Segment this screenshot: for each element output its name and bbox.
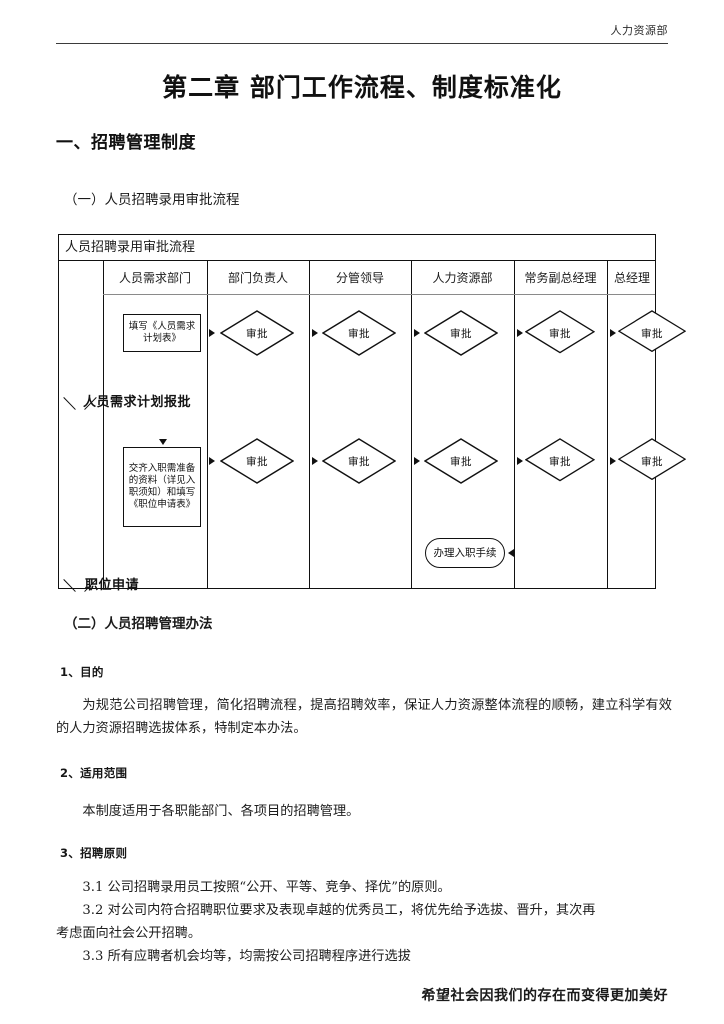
column-divider-2 <box>309 261 310 588</box>
subsection-heading-a: （一）人员招聘录用审批流程 <box>64 192 240 208</box>
decision-r0-c2: 审批 <box>322 310 396 356</box>
rule-line-3-1: 3.1 公司招聘录用员工按照“公开、平等、竞争、择优”的原则。 <box>82 880 451 895</box>
process-box-row1: 交齐入职需准备的资料（详见入职须知）和填写《职位申请表》 <box>123 447 201 527</box>
diamond-shape-icon <box>525 310 595 354</box>
article-body-2: 本制度适用于各职能部门、各项目的招聘管理。 <box>82 804 360 819</box>
connector-arrow-r0-c5-icon <box>610 329 616 337</box>
flowchart-caption: 人员招聘录用审批流程 <box>59 235 655 261</box>
column-header-3: 人力资源部 <box>432 271 493 285</box>
lane-label-0: 人员需求计划报批 <box>83 395 192 410</box>
decision-r1-c5: 审批 <box>618 438 686 484</box>
header-divider <box>56 43 668 44</box>
connector-arrow-r0-c1-icon <box>209 329 215 337</box>
article-heading-2: 2、适用范围 <box>60 766 128 780</box>
connector-arrow-r1-c5-icon <box>610 457 616 465</box>
column-header-4: 常务副总经理 <box>524 271 597 285</box>
decision-label-r0-c5: 审批 <box>641 327 663 340</box>
header-department: 人力资源部 <box>610 24 668 37</box>
page-footer-slogan: 希望社会因我们的存在而变得更加美好 <box>421 988 668 1004</box>
decision-r0-c3: 审批 <box>424 310 498 356</box>
column-header-5: 总经理 <box>613 271 650 285</box>
decision-label-r0-c3: 审批 <box>450 327 472 340</box>
lane-label-1: 职位申请 <box>85 578 140 593</box>
connector-arrow-r1-c4-icon <box>517 457 523 465</box>
section-heading: 一、招聘管理制度 <box>56 133 196 153</box>
decision-label-r1-c1: 审批 <box>246 455 268 468</box>
column-divider-3 <box>411 261 412 588</box>
decision-label-r0-c2: 审批 <box>348 327 370 340</box>
diamond-shape-icon <box>424 438 498 484</box>
decision-label-r1-c2: 审批 <box>348 455 370 468</box>
column-divider-0 <box>103 261 104 588</box>
connector-arrow-terminator-icon <box>508 549 514 557</box>
connector-arrow-r1-c2-icon <box>312 457 318 465</box>
diamond-shape-icon <box>322 438 396 484</box>
article-body-3: 3.1 公司招聘录用员工按照“公开、平等、竞争、择优”的原则。 3.2 对公司内… <box>56 876 672 968</box>
connector-arrow-r1-c3-icon <box>414 457 420 465</box>
rule-line-3-3: 3.3 所有应聘者机会均等，均需按公司招聘程序进行选拔 <box>82 949 411 964</box>
decision-label-r1-c3: 审批 <box>450 455 472 468</box>
page-title: 第二章 部门工作流程、制度标准化 <box>162 73 562 102</box>
decision-r1-c3: 审批 <box>424 438 498 484</box>
decision-label-r0-c1: 审批 <box>246 327 268 340</box>
rule-line-3-2: 3.2 对公司内符合招聘职位要求及表现卓越的优秀员工，将优先给予选拔、晋升，其次… <box>82 903 596 918</box>
diamond-shape-icon <box>424 310 498 356</box>
column-divider-1 <box>207 261 208 588</box>
article-body-1: 为规范公司招聘管理，简化招聘流程，提高招聘效率，保证人力资源整体流程的顺畅，建立… <box>56 698 672 736</box>
diamond-shape-icon <box>618 310 686 353</box>
decision-r0-c5: 审批 <box>618 310 686 356</box>
diamond-shape-icon <box>322 310 396 356</box>
article-heading-1: 1、目的 <box>60 665 104 679</box>
process-box-row0: 填写《人员需求计划表》 <box>123 314 201 352</box>
decision-r1-c4: 审批 <box>525 438 595 484</box>
connector-arrow-r0-c2-icon <box>312 329 318 337</box>
decision-label-r1-c5: 审批 <box>641 455 663 468</box>
rule-line-3-2-cont: 考虑面向社会公开招聘。 <box>56 926 202 941</box>
article-heading-3: 3、招聘原则 <box>60 846 128 860</box>
decision-r0-c1: 审批 <box>220 310 294 356</box>
decision-r1-c2: 审批 <box>322 438 396 484</box>
decision-label-r0-c4: 审批 <box>549 327 571 340</box>
decision-r0-c4: 审批 <box>525 310 595 356</box>
column-header-0: 人员需求部门 <box>118 271 191 285</box>
terminator-onboarding: 办理入职手续 <box>425 538 505 568</box>
column-header-1: 部门负责人 <box>227 271 288 285</box>
decision-label-r1-c4: 审批 <box>549 455 571 468</box>
connector-arrow-r0-c4-icon <box>517 329 523 337</box>
column-divider-4 <box>514 261 515 588</box>
column-header-2: 分管领导 <box>335 271 384 285</box>
header-row-divider <box>103 294 655 295</box>
flowchart-body: 人员需求部门 部门负责人 分管领导 人力资源部 常务副总经理 总经理 人员需求计… <box>59 261 686 593</box>
diamond-shape-icon <box>618 438 686 481</box>
diamond-shape-icon <box>220 438 294 484</box>
diamond-shape-icon <box>525 438 595 482</box>
page-header: 人力资源部 <box>56 24 668 52</box>
diamond-shape-icon <box>220 310 294 356</box>
connector-arrow-r0-c3-icon <box>414 329 420 337</box>
decision-r1-c1: 审批 <box>220 438 294 484</box>
connector-arrow-r1-c1-icon <box>209 457 215 465</box>
connector-arrow-into-row1-icon <box>159 439 167 445</box>
subsection-heading-b: （二）人员招聘管理办法 <box>64 616 213 632</box>
column-divider-5 <box>607 261 608 588</box>
flowchart-table: 人员招聘录用审批流程 人员需求部门 部门负责人 分管领导 人力资源部 常务副总经… <box>58 234 686 593</box>
